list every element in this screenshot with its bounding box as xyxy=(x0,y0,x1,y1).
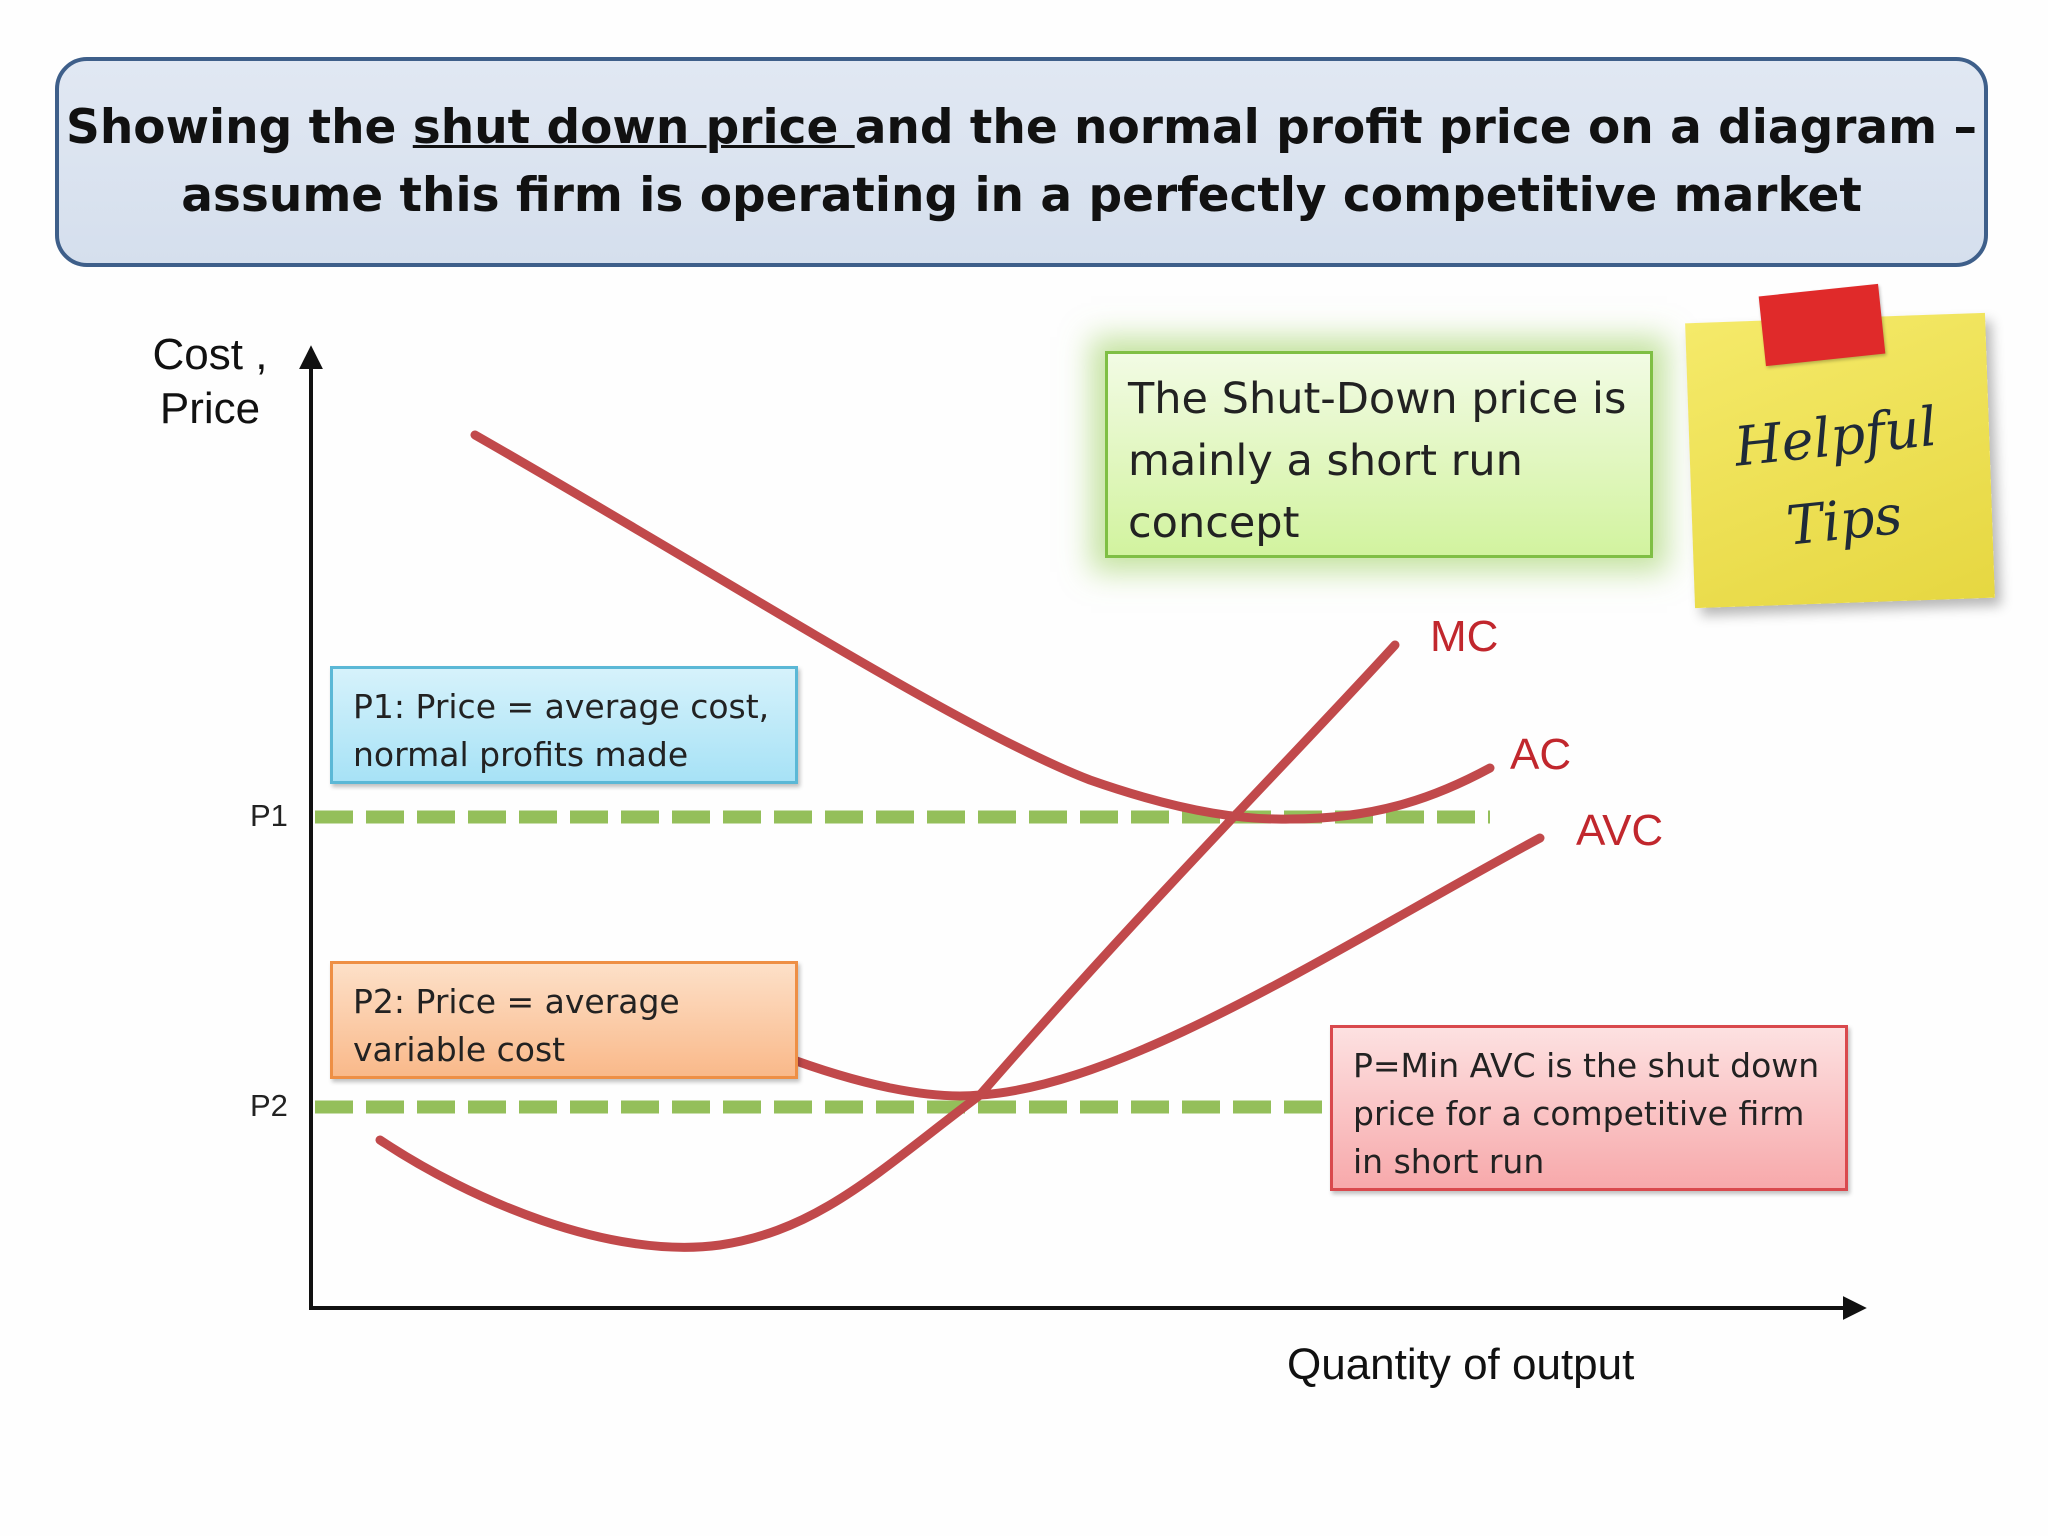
helpful-tips-text: Helpful Tips xyxy=(1697,381,1983,576)
x-axis-label: Quantity of output xyxy=(1287,1340,1635,1389)
mc-label: MC xyxy=(1430,612,1499,661)
title-banner: Showing the shut down price and the norm… xyxy=(55,57,1988,267)
avc-label: AVC xyxy=(1576,806,1664,855)
p1-label: P1 xyxy=(250,798,288,833)
p1-note-box: P1: Price = average cost, normal profits… xyxy=(330,666,798,784)
ac-label: AC xyxy=(1510,730,1572,779)
title-text-before: Showing the xyxy=(66,100,413,155)
y-axis-label: Cost , Price xyxy=(120,328,300,436)
p2-label: P2 xyxy=(250,1088,288,1123)
title-text-after: and the normal profit price on a diagram… xyxy=(854,100,1977,155)
ac-curve xyxy=(470,430,1495,824)
mc-curve xyxy=(375,640,1400,1252)
min-avc-note-box: P=Min AVC is the shut down price for a c… xyxy=(1330,1025,1848,1191)
shutdown-note-box: The Shut-Down price is mainly a short ru… xyxy=(1105,351,1653,558)
title-line-2: assume this firm is operating in a perfe… xyxy=(181,168,1862,223)
avc-curve xyxy=(775,833,1545,1101)
p2-note-box: P2: Price = average variable cost xyxy=(330,961,798,1079)
title-line-1: Showing the shut down price and the norm… xyxy=(66,94,1977,162)
title-text-underlined: shut down price xyxy=(412,100,855,155)
y-axis-label-line-2: Price xyxy=(159,384,261,433)
y-axis-label-line-1: Cost , xyxy=(152,330,268,379)
sticky-tape xyxy=(1758,283,1886,367)
